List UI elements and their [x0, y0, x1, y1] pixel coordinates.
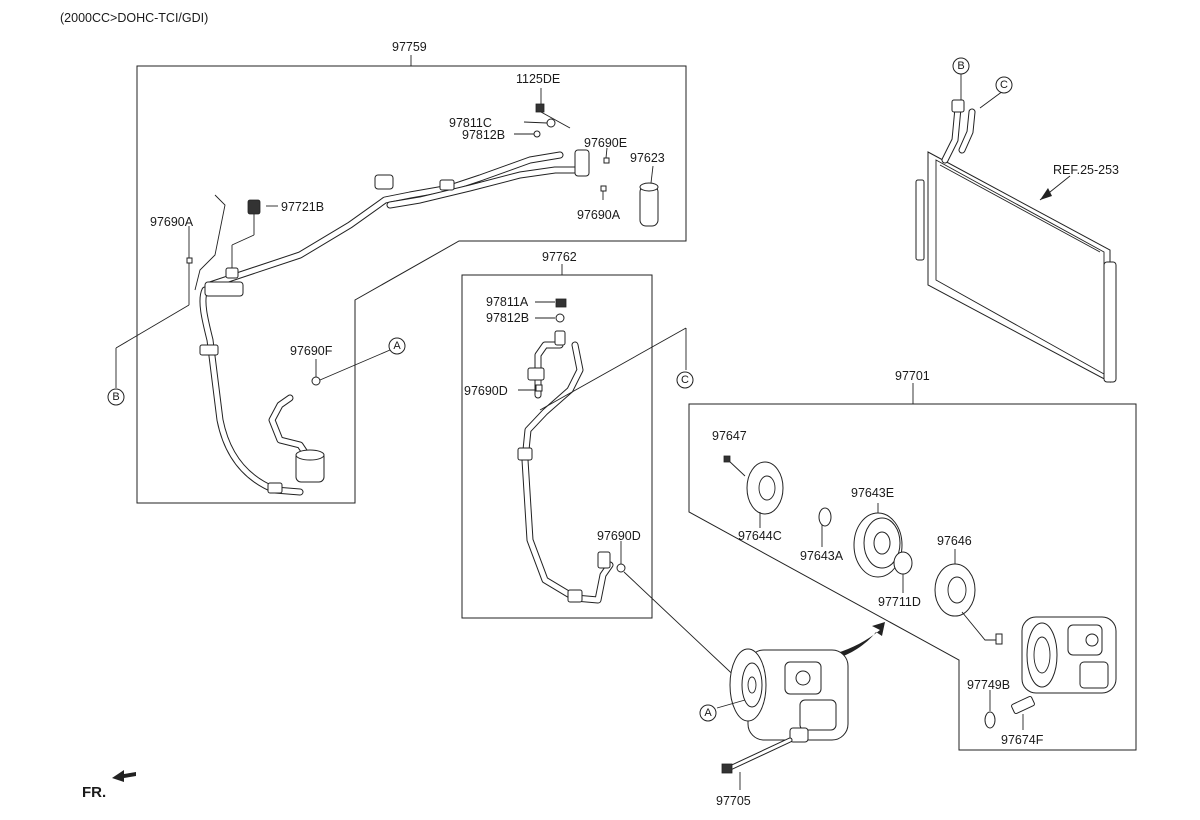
group-97759-frame	[136, 65, 687, 504]
callout-B-right[interactable]	[952, 57, 970, 75]
callout-A-upper-letter: A	[393, 340, 401, 352]
group-97762-frame	[461, 274, 653, 619]
callout-A-lower-letter: A	[704, 707, 712, 719]
condenser: REF.25-253 B C	[915, 57, 1119, 383]
part-97711D-label[interactable]: 97711D	[878, 595, 921, 609]
part-97811C-label[interactable]: 97811C	[449, 116, 492, 130]
callout-B-left[interactable]	[107, 388, 125, 406]
callout-B-right-letter: B	[957, 60, 964, 72]
engine-spec-label: (2000CC>DOHC-TCI/GDI)	[60, 11, 208, 25]
part-1125DE-label[interactable]: 1125DE	[516, 72, 560, 86]
callout-C-mid[interactable]	[676, 371, 694, 389]
part-97623-label[interactable]: 97623	[630, 151, 665, 165]
part-97690D-lower-label[interactable]: 97690D	[597, 529, 641, 543]
part-97749B-label[interactable]: 97749B	[967, 678, 1010, 692]
part-97674F-label[interactable]: 97674F	[1001, 733, 1044, 747]
callout-C-mid-letter: C	[681, 374, 689, 386]
front-arrow-icon	[112, 770, 136, 782]
part-97721B-label[interactable]: 97721B	[281, 200, 324, 214]
assembly-97762-label[interactable]: 97762	[542, 250, 577, 264]
callout-C-right-letter: C	[1000, 79, 1008, 91]
part-97812B-lower-label[interactable]: 97812B	[486, 311, 529, 325]
compressor-main: A 97705	[699, 622, 885, 808]
part-97690E-label[interactable]: 97690E	[584, 136, 627, 150]
part-97690A-upper-label[interactable]: 97690A	[577, 208, 621, 222]
callout-A-lower[interactable]	[699, 704, 717, 722]
part-97647-label[interactable]: 97647	[712, 429, 747, 443]
part-97646-label[interactable]: 97646	[937, 534, 972, 548]
part-97643A-label[interactable]: 97643A	[800, 549, 844, 563]
assembly-97701-label[interactable]: 97701	[895, 369, 930, 383]
callout-C-right[interactable]	[995, 76, 1013, 94]
group-97759: 97759	[107, 40, 687, 504]
part-97705-label[interactable]: 97705	[716, 794, 751, 808]
group-97701: 97701 97647	[688, 369, 1137, 751]
assembly-97759-label[interactable]: 97759	[392, 40, 427, 54]
group-97701-frame	[688, 403, 1137, 751]
part-97690A-left-label[interactable]: 97690A	[150, 215, 194, 229]
part-97690F-label[interactable]: 97690F	[290, 344, 333, 358]
part-97811A-label[interactable]: 97811A	[486, 295, 529, 309]
part-97812B-upper-label[interactable]: 97812B	[462, 128, 505, 142]
callout-B-left-letter: B	[112, 391, 119, 403]
part-97644C-label[interactable]: 97644C	[738, 529, 782, 543]
part-97690D-upper-label[interactable]: 97690D	[464, 384, 508, 398]
front-indicator: FR.	[82, 770, 136, 801]
front-label: FR.	[82, 784, 106, 801]
callout-A-upper[interactable]	[388, 337, 406, 355]
group-97762: 97762 97811A 97812B 97690D 97690D C	[461, 250, 761, 701]
part-97643E-label[interactable]: 97643E	[851, 486, 894, 500]
ref-25-253-label[interactable]: REF.25-253	[1053, 163, 1119, 177]
